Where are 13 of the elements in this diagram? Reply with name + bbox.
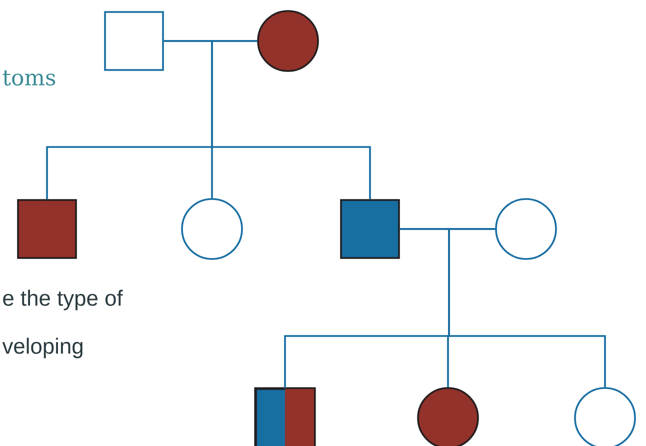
circle-symbol bbox=[417, 387, 479, 446]
square-symbol bbox=[104, 11, 164, 71]
circle-symbol bbox=[495, 198, 557, 260]
caption-text: veloping bbox=[2, 338, 82, 358]
square-symbol bbox=[254, 387, 316, 446]
descent-line bbox=[448, 228, 606, 388]
circle-symbol bbox=[257, 10, 319, 72]
caption-text: e the type of bbox=[3, 290, 123, 310]
descent-line bbox=[211, 40, 371, 200]
circle-symbol bbox=[181, 198, 243, 260]
square-symbol bbox=[17, 199, 77, 259]
square-symbol bbox=[340, 199, 400, 259]
caption-text: toms bbox=[2, 70, 56, 86]
